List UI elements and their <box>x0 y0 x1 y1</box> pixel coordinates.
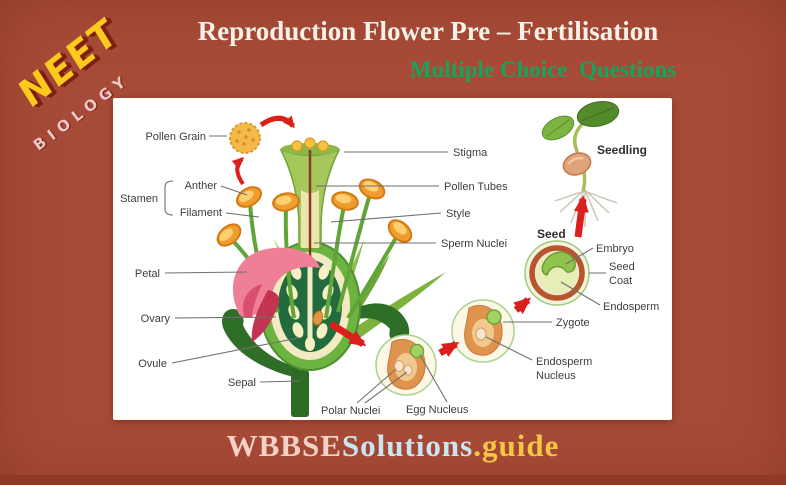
embryo-sac-circle <box>375 334 437 396</box>
label-sepal: Sepal <box>228 377 256 389</box>
label-sperm-nuclei: Sperm Nuclei <box>441 238 507 250</box>
label-zygote: Zygote <box>556 317 590 329</box>
seed-illustration <box>524 240 590 306</box>
brand-solutions: Solutions <box>341 428 474 463</box>
label-endosperm-nucleus-line2: Nucleus <box>536 370 576 382</box>
label-filament: Filament <box>180 207 222 219</box>
pollen-on-stigma <box>291 137 329 152</box>
embryo-shape <box>541 251 576 276</box>
brand-guide: .guide <box>473 428 560 463</box>
polar-nucleus-shape <box>394 360 404 372</box>
label-seedling: Seedling <box>597 143 647 157</box>
label-seed-coat-line1: Seed <box>609 261 635 273</box>
label-seed-coat-line2: Coat <box>609 275 632 287</box>
label-egg-nucleus: Egg Nucleus <box>406 404 469 416</box>
seedling-illustration <box>541 100 620 227</box>
arrow-ovule-to-embryo-sac <box>329 321 367 347</box>
flower-fertilisation-diagram: Pollen Grain Stamen Anther Filament Peta… <box>120 100 659 417</box>
arrow-embryo-sac-to-zygote <box>438 340 460 357</box>
arrow-seed-to-seedling <box>573 195 589 238</box>
pistil-group <box>279 137 341 262</box>
zygote-shape <box>486 309 502 325</box>
diagram-panel: Pollen Grain Stamen Anther Filament Peta… <box>113 98 672 420</box>
label-endosperm: Endosperm <box>603 301 659 313</box>
pollen-grain-illustration <box>229 122 261 154</box>
arrow-pollen-to-stigma <box>259 115 295 129</box>
petal-shape <box>232 247 320 342</box>
footer-brand: WBBSESolutions.guide <box>0 428 786 464</box>
arrow-anther-to-pollen <box>231 156 245 186</box>
stem-shape <box>291 370 309 417</box>
label-polar-nuclei: Polar Nuclei <box>321 405 380 417</box>
label-lines <box>164 135 606 404</box>
label-petal: Petal <box>135 268 160 280</box>
egg-nucleus-shape <box>409 343 425 359</box>
process-arrows <box>231 115 589 357</box>
label-pollen-grain: Pollen Grain <box>145 131 206 143</box>
flower-illustration <box>216 122 446 417</box>
page-subtitle: Multiple Choice Questions <box>409 57 677 82</box>
bottom-accent-strip <box>0 475 786 485</box>
fertilised-ovule-shape <box>312 310 324 326</box>
label-style: Style <box>446 208 470 220</box>
label-anther: Anther <box>185 180 218 192</box>
label-pollen-tubes: Pollen Tubes <box>444 181 508 193</box>
arrow-zygote-to-seed <box>513 297 532 315</box>
label-ovary: Ovary <box>141 313 171 325</box>
endosperm-nucleus-shape <box>475 327 487 341</box>
page-title: Reproduction Flower Pre – Fertilisation <box>197 16 659 46</box>
brand-wbbse: WBBSE <box>226 428 342 463</box>
label-embryo: Embryo <box>596 243 634 255</box>
zygote-circle <box>451 299 515 363</box>
label-endosperm-nucleus-line1: Endosperm <box>536 356 592 368</box>
label-stigma: Stigma <box>453 147 488 159</box>
label-seed: Seed <box>537 227 566 241</box>
label-stamen: Stamen <box>120 193 158 205</box>
label-ovule: Ovule <box>138 358 167 370</box>
